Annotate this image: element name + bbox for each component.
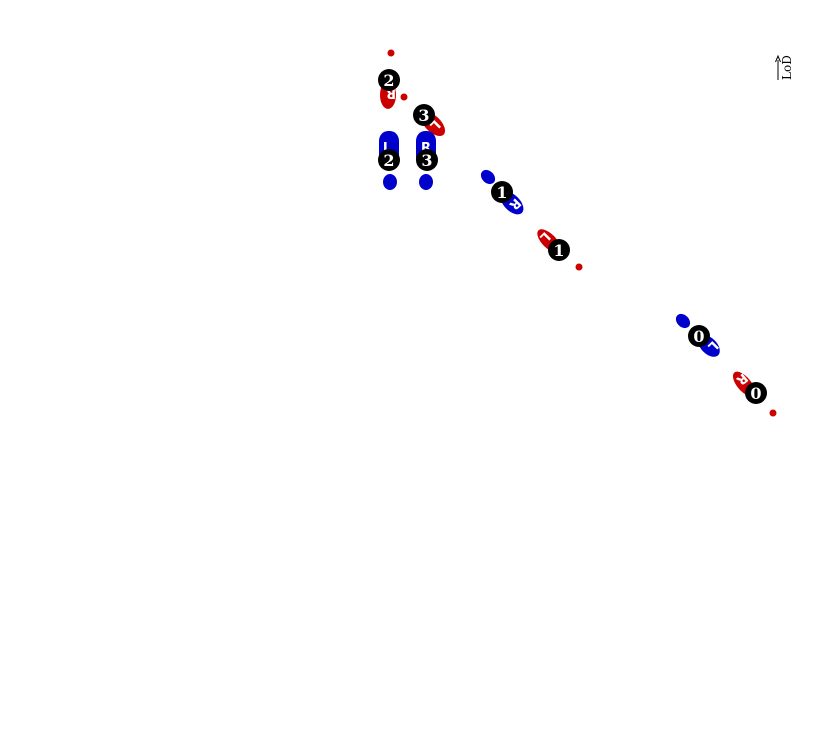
step-number: 2: [383, 71, 394, 90]
heel-dot: [400, 93, 408, 101]
leader-footprint: R 3: [416, 131, 438, 190]
follower-footprints: R 0 L 1 R 2 L 3: [378, 49, 777, 417]
step-number: 3: [418, 106, 429, 125]
step-number: 1: [496, 183, 507, 202]
step-marker: [413, 104, 435, 126]
step-number: 0: [693, 327, 704, 346]
leader-footprint: R 1: [480, 169, 523, 215]
follower-footprint: L 1: [536, 228, 583, 271]
lod-arrow-icon: [775, 54, 781, 63]
footprint-heel: [383, 174, 397, 190]
step-number: 0: [750, 384, 761, 403]
step-marker: [745, 382, 767, 404]
foot-letter: R: [421, 141, 431, 156]
toe-dot: [387, 49, 395, 57]
step-marker: [548, 239, 570, 261]
foot-letter: R: [386, 85, 396, 100]
heel-dot: [575, 263, 583, 271]
step-number: 1: [553, 241, 564, 260]
leader-footprint: L 2: [378, 131, 400, 190]
step-number: 3: [421, 151, 432, 170]
follower-footprint: R 0: [732, 370, 777, 417]
footprint-heel: [480, 169, 496, 185]
leader-footprint: L 0: [675, 313, 721, 357]
follower-footprint: L 3: [413, 104, 446, 137]
step-marker: [378, 149, 400, 171]
lod-indicator: LoD: [775, 54, 794, 80]
lod-label: LoD: [780, 55, 794, 80]
step-number: 2: [383, 151, 394, 170]
step-marker: [688, 325, 710, 347]
footprint-heel: [675, 313, 691, 329]
leader-footprints: L 0 R 1 L 2 R 3: [378, 131, 721, 357]
heel-dot: [769, 409, 777, 417]
step-marker: [378, 69, 400, 91]
follower-footprint: R 2: [378, 49, 408, 109]
step-marker: [416, 149, 438, 171]
foot-letter: L: [383, 141, 391, 156]
step-marker: [491, 181, 513, 203]
footprint-heel: [419, 174, 433, 190]
